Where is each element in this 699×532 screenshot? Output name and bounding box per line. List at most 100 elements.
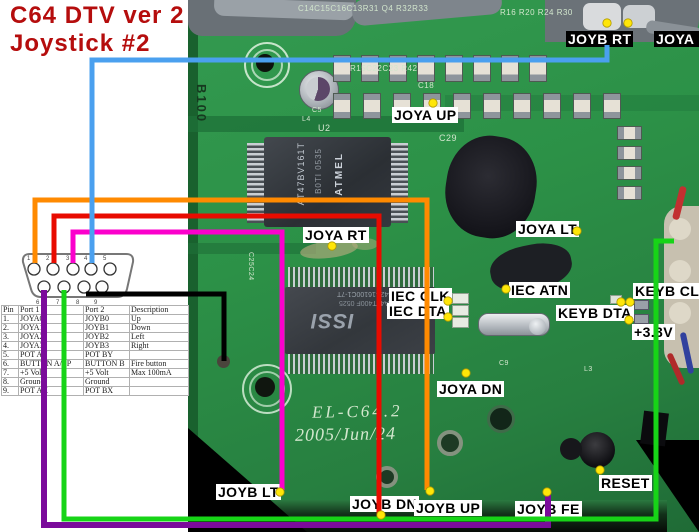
db9-pin-number: 9 — [94, 300, 98, 306]
wire-red — [51, 213, 382, 514]
silkscreen-c9: C9 — [499, 360, 509, 367]
pcb-edge-left — [188, 0, 198, 440]
solder-pad-marker — [443, 312, 453, 322]
smd-resistor — [617, 146, 642, 160]
solder-pad-marker — [443, 296, 453, 306]
flash-chip-pins — [390, 143, 408, 223]
smd-resistor — [617, 166, 642, 180]
via-pad — [487, 405, 515, 433]
pad-label-joyb-dn: JOYB DN — [350, 496, 420, 512]
keyboard-connector-pin — [669, 218, 691, 240]
screw-hole — [255, 377, 275, 397]
smd-resistor — [513, 93, 531, 119]
pad-label-joyb-up: JOYB UP — [414, 500, 483, 516]
smd-resistor — [634, 314, 649, 324]
title-line-1: C64 DTV ver 2 — [10, 2, 185, 29]
solder-pad-marker — [461, 368, 471, 378]
solder-pad-marker — [602, 18, 612, 28]
ram-chip-pins — [288, 267, 434, 288]
pad-label-keyb-dta: KEYB DTA — [556, 305, 634, 321]
ground-solder-pad — [217, 355, 230, 368]
solder-pad-marker — [327, 241, 337, 251]
silkscreen-c29: C29 — [439, 133, 458, 143]
solder-pad-marker — [572, 226, 582, 236]
pcb-trace-band — [188, 243, 316, 254]
screw-hole — [242, 364, 292, 414]
smd-resistor — [617, 126, 642, 140]
pad-label-joyb-rt: JOYB RT — [566, 31, 634, 47]
keyboard-connector-pin — [669, 260, 691, 282]
db9-pin-number: 2 — [46, 256, 50, 262]
pad-label-joya-dn: JOYA DN — [437, 381, 505, 397]
solder-pad-marker — [542, 487, 552, 497]
solder-pad-marker — [595, 465, 605, 475]
smd-resistor — [333, 93, 351, 119]
db9-pin-hole-5 — [103, 262, 117, 276]
solder-pad-marker — [623, 18, 633, 28]
capacitor — [560, 438, 582, 460]
wire-black — [86, 291, 227, 361]
solder-pad-marker — [625, 297, 635, 307]
solder-pad-marker — [275, 487, 285, 497]
flash-chip-pins — [247, 143, 265, 223]
silkscreen-c14c15c16c13r31-q4-r32r33: C14C15C16C13R31 Q4 R32R33 — [298, 4, 429, 13]
silkscreen-u2: U2 — [318, 123, 331, 133]
db9-pin-number: 6 — [36, 300, 40, 306]
via-pad — [437, 430, 463, 456]
silkscreen-l3: L3 — [584, 366, 593, 373]
pad-label-3-3v: +3.3V — [632, 324, 675, 340]
pad-label-joya-fe: JOYA FE — [654, 31, 699, 47]
pad-label-joya-rt: JOYA RT — [303, 227, 369, 243]
screw-hole — [251, 49, 283, 81]
smd-pad — [452, 305, 469, 316]
page-title: C64 DTV ver 2 Joystick #2 — [10, 2, 184, 58]
silkscreen-r16-r20-r24-r30: R16 R20 R24 R30 — [500, 8, 573, 17]
db9-pin-number: 8 — [76, 300, 80, 306]
smd-resistor — [483, 93, 501, 119]
db9-pin-number: 7 — [56, 300, 60, 306]
silkscreen-b100: B100 — [194, 84, 209, 124]
keyboard-connector-pin — [669, 302, 691, 324]
solder-pad-marker — [616, 297, 626, 307]
silkscreen-c5: C5 — [312, 107, 322, 114]
solder-pad-marker — [376, 510, 386, 520]
pad-label-reset: RESET — [599, 475, 652, 491]
wire-orange — [32, 197, 430, 490]
pad-label-joyb-lt: JOYB LT — [216, 484, 281, 500]
silkscreen-l4: L4 — [302, 116, 311, 123]
pad-label-joya-up: JOYA UP — [392, 107, 459, 123]
smd-resistor — [573, 93, 591, 119]
solder-pad-marker — [425, 486, 435, 496]
pad-label-joya-lt: JOYA LT — [516, 221, 580, 237]
db9-pin-number: 5 — [103, 256, 107, 262]
ram-chip-pins — [288, 353, 434, 374]
solder-pad-marker — [428, 98, 438, 108]
silkscreen-c25c24: C25C24 — [247, 252, 254, 281]
smd-resistor — [634, 300, 649, 310]
screw-hole — [244, 42, 290, 88]
db9-pin-number: 4 — [84, 256, 88, 262]
pad-label-iec-atn: IEC ATN — [509, 282, 571, 298]
wire-purple — [41, 290, 551, 528]
silkscreen-r15c22c23-r42: R15C22C23 R42 — [350, 64, 418, 73]
smd-pad — [452, 293, 469, 304]
pcb-trace-band — [445, 95, 699, 111]
capacitor-top — [306, 77, 330, 101]
solder-blob — [529, 318, 546, 335]
silkscreen-c18: C18 — [418, 81, 435, 90]
smd-resistor — [363, 93, 381, 119]
db9-pin-number: 1 — [27, 256, 31, 262]
solder-pad-marker — [501, 284, 511, 294]
flash-chip-body — [264, 137, 391, 227]
capacitor — [579, 432, 615, 468]
table-cell — [129, 386, 189, 396]
smd-resistor — [543, 93, 561, 119]
smd-pad — [452, 317, 469, 328]
pad-label-iec-clk: IEC CLK — [389, 288, 452, 304]
wire-blue — [89, 45, 610, 263]
